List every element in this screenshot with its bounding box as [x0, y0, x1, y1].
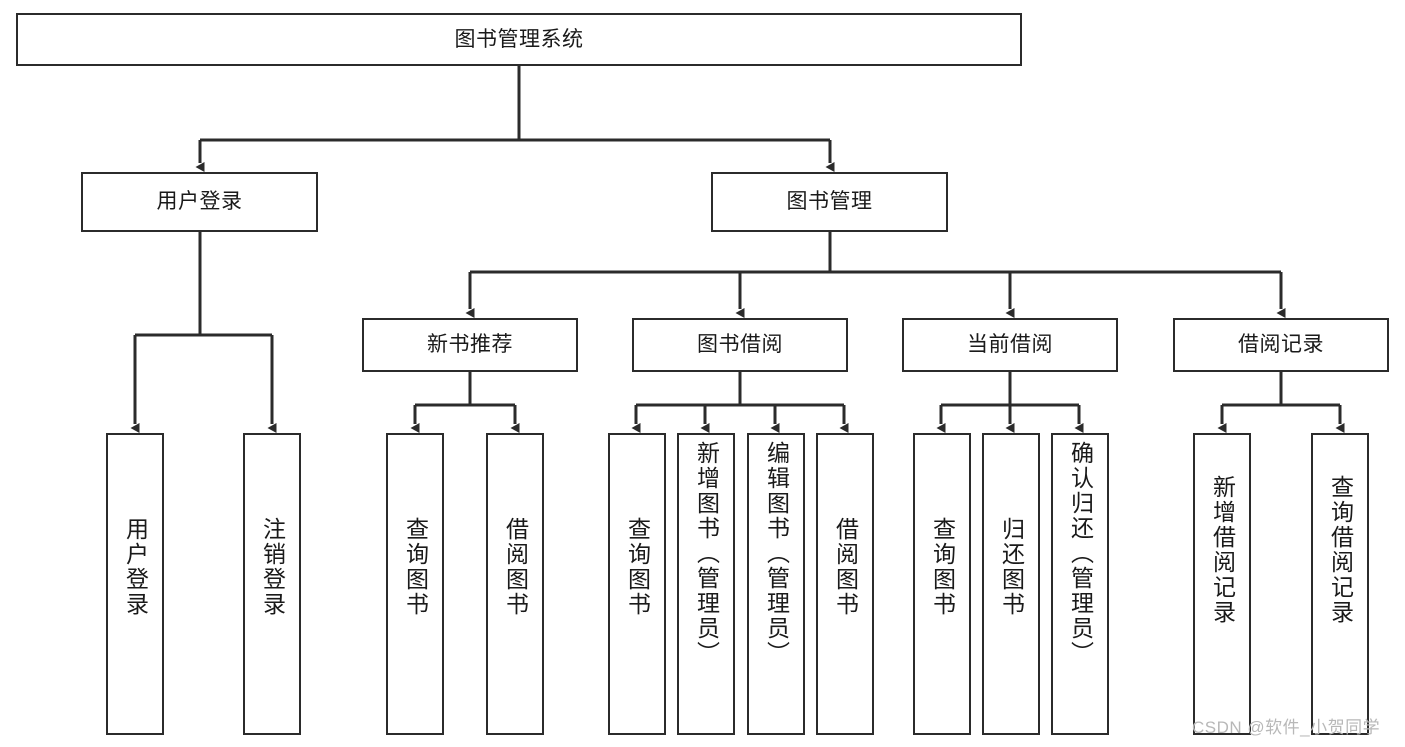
node-book-borrow-label: 图书借阅	[697, 333, 783, 357]
node-book-borrow[interactable]: 图书借阅	[632, 318, 848, 372]
leaf-confirm-return-admin-label: 确认归还（管理员）	[1067, 441, 1094, 666]
leaf-return-book-label: 归还图书	[998, 517, 1025, 617]
leaf-confirm-return-admin[interactable]: 确认归还（管理员）	[1051, 433, 1109, 735]
leaf-user-logout[interactable]: 注销登录	[243, 433, 301, 735]
node-borrow-record-label: 借阅记录	[1238, 333, 1324, 357]
leaf-return-book[interactable]: 归还图书	[982, 433, 1040, 735]
leaf-borrow-book-label: 借阅图书	[832, 517, 859, 617]
node-root-system[interactable]: 图书管理系统	[16, 13, 1022, 66]
leaf-borrow-book-recommend[interactable]: 借阅图书	[486, 433, 544, 735]
leaf-borrow-book[interactable]: 借阅图书	[816, 433, 874, 735]
leaf-query-book-borrow[interactable]: 查询图书	[608, 433, 666, 735]
leaf-query-book-borrow-label: 查询图书	[624, 517, 651, 617]
leaf-user-login[interactable]: 用户登录	[106, 433, 164, 735]
node-new-book-recommend-label: 新书推荐	[427, 333, 513, 357]
leaf-add-borrow-record-label: 新增借阅记录	[1209, 475, 1236, 625]
leaf-edit-book-admin-label: 编辑图书（管理员）	[763, 441, 790, 666]
node-book-management-label: 图书管理	[786, 190, 873, 214]
node-current-borrow[interactable]: 当前借阅	[902, 318, 1118, 372]
leaf-add-book-admin[interactable]: 新增图书（管理员）	[677, 433, 735, 735]
node-root-system-label: 图书管理系统	[454, 27, 584, 51]
leaf-query-borrow-record-label: 查询借阅记录	[1327, 475, 1354, 625]
leaf-query-book-current-label: 查询图书	[929, 517, 956, 617]
leaf-query-book-current[interactable]: 查询图书	[913, 433, 971, 735]
leaf-query-book-recommend[interactable]: 查询图书	[386, 433, 444, 735]
node-user-login[interactable]: 用户登录	[81, 172, 318, 232]
node-borrow-record[interactable]: 借阅记录	[1173, 318, 1389, 372]
node-new-book-recommend[interactable]: 新书推荐	[362, 318, 578, 372]
leaf-add-book-admin-label: 新增图书（管理员）	[693, 441, 720, 666]
leaf-add-borrow-record[interactable]: 新增借阅记录	[1193, 433, 1251, 735]
leaf-borrow-book-recommend-label: 借阅图书	[502, 517, 529, 617]
node-current-borrow-label: 当前借阅	[967, 333, 1053, 357]
leaf-edit-book-admin[interactable]: 编辑图书（管理员）	[747, 433, 805, 735]
node-user-login-label: 用户登录	[156, 190, 243, 214]
leaf-query-borrow-record[interactable]: 查询借阅记录	[1311, 433, 1369, 735]
node-book-management[interactable]: 图书管理	[711, 172, 948, 232]
csdn-watermark: CSDN @软件_小贺同学	[1192, 718, 1381, 737]
leaf-user-login-label: 用户登录	[122, 517, 149, 617]
leaf-user-logout-label: 注销登录	[259, 517, 286, 617]
leaf-query-book-recommend-label: 查询图书	[402, 517, 429, 617]
